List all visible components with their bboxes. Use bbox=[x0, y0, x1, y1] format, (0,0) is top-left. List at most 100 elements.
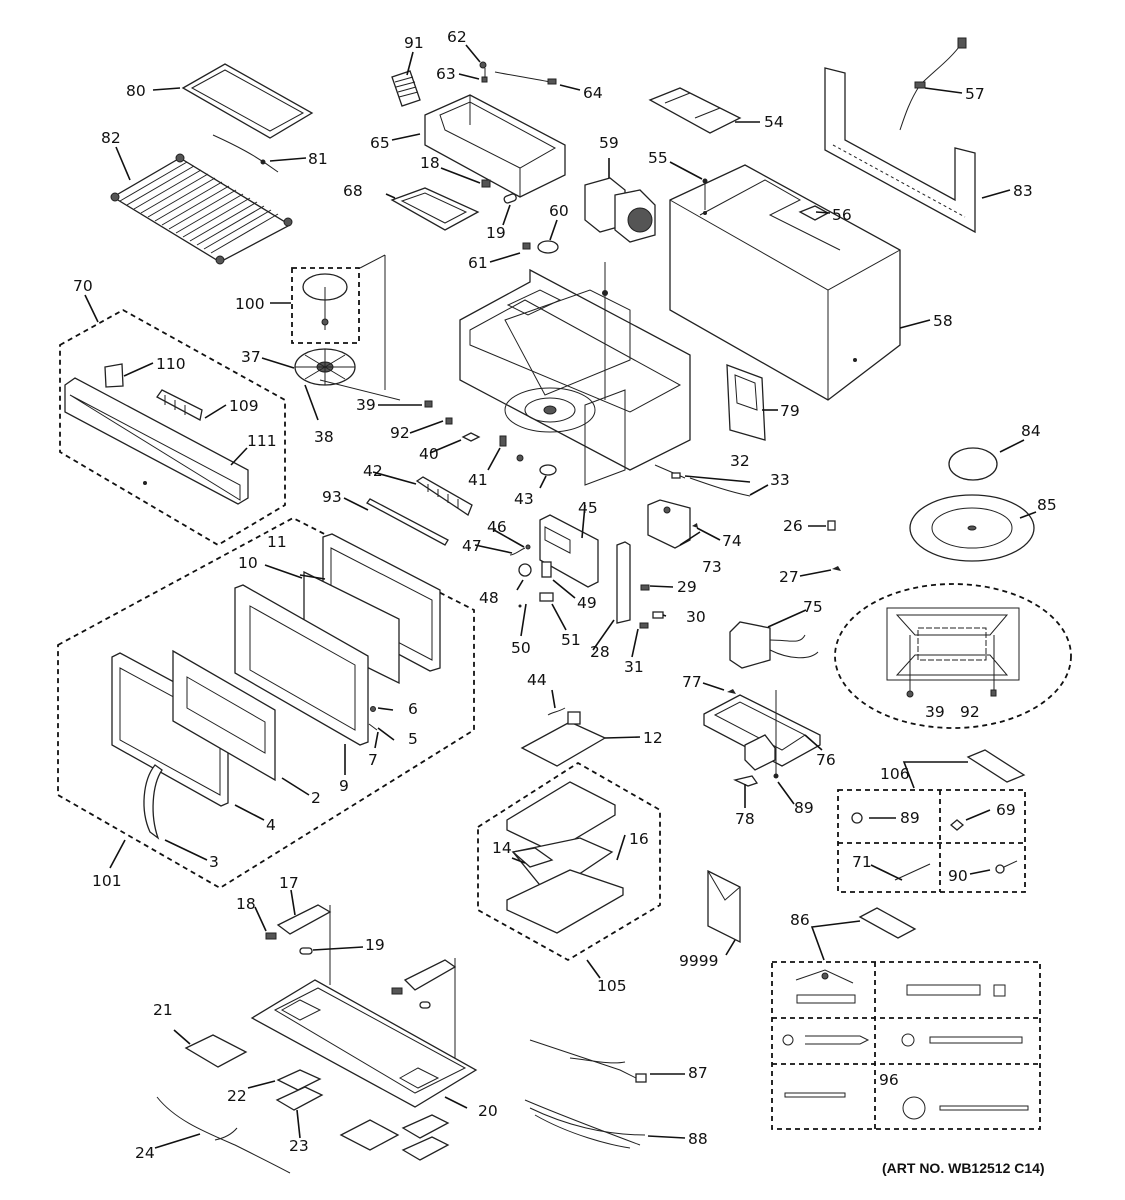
screw-part-89-base bbox=[773, 690, 779, 779]
power-cord-part-57 bbox=[899, 37, 967, 131]
lamp-holder-bottom-right bbox=[391, 958, 457, 1066]
filter-part-22 bbox=[276, 1069, 322, 1091]
bracket-part-110 bbox=[104, 363, 124, 388]
blower-housing-part-65 bbox=[424, 94, 566, 198]
control-board-part-45 bbox=[539, 514, 599, 588]
vent-damper-part-54 bbox=[648, 87, 742, 134]
roller-guide-part-39 bbox=[424, 400, 433, 408]
harness-part-64 bbox=[494, 71, 557, 85]
harness-part-88 bbox=[524, 1099, 646, 1149]
label-80: 80 bbox=[126, 82, 146, 100]
label-89-kit: 89 bbox=[900, 809, 920, 827]
label-39-inset: 39 bbox=[925, 703, 945, 721]
label-81: 81 bbox=[308, 150, 328, 168]
door-parts-5-6-7 bbox=[368, 706, 378, 731]
label-91: 91 bbox=[404, 34, 424, 52]
nameplate-part-93 bbox=[366, 498, 449, 546]
label-84: 84 bbox=[1021, 422, 1041, 440]
label-78: 78 bbox=[735, 810, 755, 828]
label-11: 11 bbox=[267, 533, 287, 551]
label-23: 23 bbox=[289, 1137, 309, 1155]
wire-part-44 bbox=[547, 707, 566, 716]
label-4: 4 bbox=[266, 816, 276, 834]
label-49: 49 bbox=[577, 594, 597, 612]
label-82: 82 bbox=[101, 129, 121, 147]
transformer-part-75 bbox=[729, 621, 819, 669]
lamp-part-19-bottom bbox=[299, 947, 313, 955]
label-101: 101 bbox=[92, 872, 122, 890]
thermistor-part-62-63 bbox=[479, 61, 488, 83]
label-18-top: 18 bbox=[420, 154, 440, 172]
harness-part-87 bbox=[529, 1039, 647, 1083]
label-96: 96 bbox=[879, 1071, 899, 1089]
manual-part-9999 bbox=[707, 869, 741, 944]
screw-part-74 bbox=[692, 523, 698, 528]
label-110: 110 bbox=[156, 355, 186, 373]
leader-lines bbox=[84, 44, 1037, 1149]
turntable-motor-part-43 bbox=[539, 464, 557, 476]
label-90: 90 bbox=[948, 867, 968, 885]
label-12: 12 bbox=[643, 729, 663, 747]
label-38: 38 bbox=[314, 428, 334, 446]
art-number: (ART NO. WB12512 C14) bbox=[882, 1160, 1045, 1176]
label-21: 21 bbox=[153, 1001, 173, 1019]
label-79: 79 bbox=[780, 402, 800, 420]
label-54: 54 bbox=[764, 113, 784, 131]
magnetron-part-73 bbox=[647, 499, 691, 549]
label-87: 87 bbox=[688, 1064, 708, 1082]
relay-board-part-12 bbox=[520, 711, 607, 767]
screw-part-77 bbox=[727, 689, 736, 694]
label-100: 100 bbox=[235, 295, 265, 313]
filter-screen-part-109 bbox=[156, 389, 203, 421]
label-20: 20 bbox=[478, 1102, 498, 1120]
control-box-part-79 bbox=[726, 364, 766, 441]
label-40: 40 bbox=[419, 445, 439, 463]
label-31: 31 bbox=[624, 658, 644, 676]
vent-grille-part-42 bbox=[415, 476, 473, 516]
vent-grille-part-111 bbox=[64, 377, 249, 505]
lamp-socket-part-18-top bbox=[481, 179, 491, 188]
roller-ring-part-37 bbox=[294, 348, 356, 386]
label-42: 42 bbox=[363, 462, 383, 480]
label-27: 27 bbox=[779, 568, 799, 586]
control-panel-group-105 bbox=[477, 761, 661, 962]
label-76: 76 bbox=[816, 751, 836, 769]
label-56: 56 bbox=[832, 206, 852, 224]
label-17: 17 bbox=[279, 874, 299, 892]
label-85: 85 bbox=[1037, 496, 1057, 514]
part-labels: 80 82 81 91 62 63 64 65 18 19 68 59 60 6… bbox=[73, 28, 1057, 1176]
clip-part-27 bbox=[832, 566, 841, 571]
label-86: 86 bbox=[790, 911, 810, 929]
label-109: 109 bbox=[229, 397, 259, 415]
cavity-small-parts bbox=[424, 400, 557, 476]
label-18-bottom: 18 bbox=[236, 895, 256, 913]
label-26: 26 bbox=[783, 517, 803, 535]
label-47: 47 bbox=[462, 537, 482, 555]
label-59: 59 bbox=[599, 134, 619, 152]
mounting-plate-part-83 bbox=[824, 67, 976, 234]
label-16: 16 bbox=[629, 830, 649, 848]
lens-part-23 bbox=[275, 1086, 324, 1111]
label-68: 68 bbox=[343, 182, 363, 200]
label-88: 88 bbox=[688, 1130, 708, 1148]
interlock-switches-part-28-31 bbox=[616, 541, 664, 629]
grille-assembly-group-70 bbox=[59, 308, 286, 547]
label-45: 45 bbox=[578, 499, 598, 517]
label-73: 73 bbox=[702, 558, 722, 576]
fan-motor-part-59 bbox=[584, 177, 656, 243]
vent-louver-part-91 bbox=[391, 70, 421, 107]
label-71: 71 bbox=[852, 853, 872, 871]
diode-part-32-33 bbox=[654, 464, 751, 497]
harness-part-24 bbox=[156, 1096, 291, 1174]
filter-part-21 bbox=[184, 1034, 248, 1068]
outer-case-part-58 bbox=[669, 164, 901, 401]
label-43: 43 bbox=[514, 490, 534, 508]
glass-part-10 bbox=[303, 570, 400, 685]
label-63: 63 bbox=[436, 65, 456, 83]
label-93: 93 bbox=[322, 488, 342, 506]
clip-part-78 bbox=[733, 775, 759, 787]
label-7: 7 bbox=[368, 751, 378, 769]
wire-part-81 bbox=[212, 134, 279, 173]
label-50: 50 bbox=[511, 639, 531, 657]
ceiling-inset-group bbox=[834, 583, 1072, 729]
